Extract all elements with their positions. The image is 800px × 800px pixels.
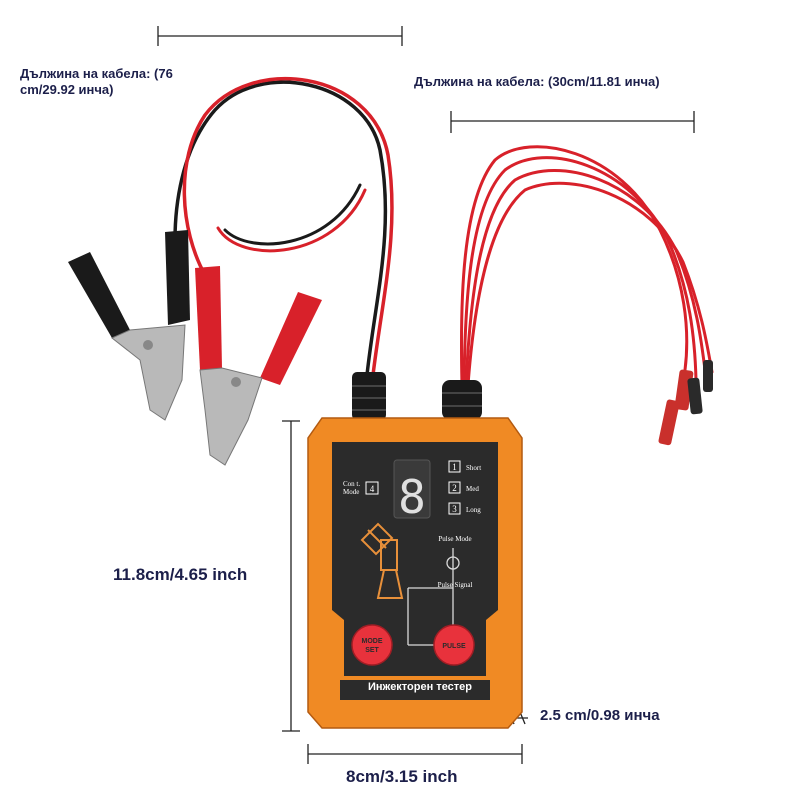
pulse-button-label: PULSE bbox=[442, 643, 466, 650]
display-digit: 8 bbox=[398, 470, 426, 524]
cont-mode-box bbox=[365, 481, 379, 495]
height-label: 11.8cm/4.65 inch bbox=[113, 565, 248, 584]
cont-mode-label-1: Con t. bbox=[343, 480, 360, 488]
strain-relief-left bbox=[352, 372, 386, 420]
device-name: Инжекторен тестер bbox=[368, 681, 472, 693]
dimension-line-width bbox=[307, 744, 523, 764]
long-cable-label-line2: cm/29.92 инча) bbox=[20, 82, 114, 97]
option-2-text: Med bbox=[466, 485, 479, 493]
option-3-text: Long bbox=[466, 506, 481, 514]
option-1-text: Short bbox=[466, 464, 481, 472]
option-list: 1 Short 2 Med 3 Long bbox=[448, 460, 481, 515]
strain-relief-right bbox=[442, 380, 482, 420]
pulse-mode-label: Pulse Mode bbox=[438, 535, 471, 543]
width-label: 8cm/3.15 inch bbox=[346, 767, 458, 786]
long-cable-label-line1: Дължина на кабела: (76 bbox=[20, 66, 173, 81]
depth-label: 2.5 cm/0.98 инча bbox=[540, 707, 660, 724]
dimension-line-short-cable bbox=[450, 111, 695, 133]
red-alligator-clip bbox=[195, 266, 322, 466]
option-2-num: 2 bbox=[452, 483, 457, 493]
cont-mode-label-2: Mode bbox=[343, 488, 359, 496]
option-1-num: 1 bbox=[452, 462, 457, 472]
injector-connectors bbox=[658, 360, 713, 446]
injector-cable bbox=[459, 145, 714, 387]
pulse-signal-label: Pulse Signal bbox=[438, 581, 473, 589]
mode-button-label-1: MODE bbox=[362, 638, 383, 645]
short-cable-label: Дължина на кабела: (30cm/11.81 инча) bbox=[414, 74, 660, 89]
injector-icon bbox=[360, 522, 404, 599]
option-3-num: 3 bbox=[452, 504, 457, 514]
dimension-line-long-cable bbox=[157, 26, 403, 46]
battery-cable bbox=[173, 76, 394, 377]
dimension-line-height bbox=[282, 420, 300, 732]
mode-button-label-2: SET bbox=[365, 647, 379, 654]
cont-mode-number: 4 bbox=[370, 484, 375, 494]
black-alligator-clip bbox=[68, 230, 190, 421]
seven-segment-display bbox=[393, 459, 431, 519]
pulse-button[interactable] bbox=[433, 624, 475, 666]
mode-set-button[interactable] bbox=[351, 624, 393, 666]
